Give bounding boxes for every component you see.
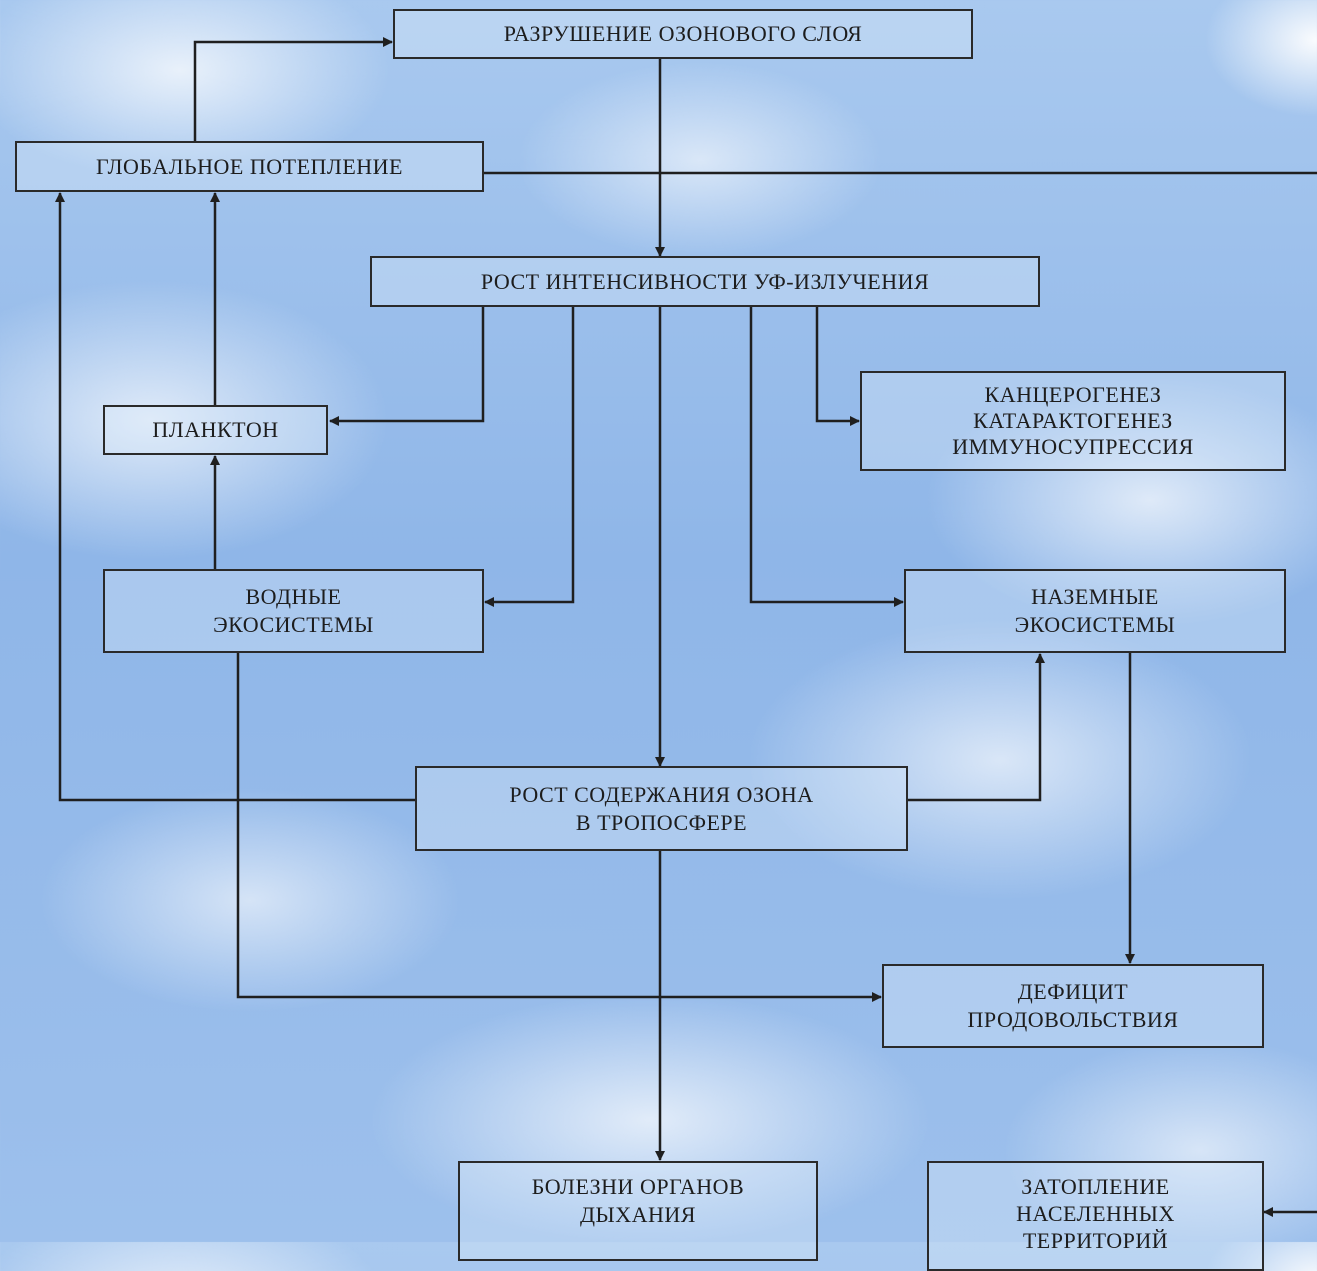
box-global-warming: ГЛОБАЛЬНОЕ ПОТЕПЛЕНИЕ — [15, 141, 484, 192]
label-terrestrial-ecosystems: НАЗЕМНЫЕ ЭКОСИСТЕМЫ — [1014, 584, 1176, 637]
label-plankton: ПЛАНКТОН — [152, 417, 279, 442]
label-ozone-depletion: РАЗРУШЕНИЕ ОЗОНОВОГО СЛОЯ — [503, 21, 863, 46]
box-terrestrial-ecosystems: НАЗЕМНЫЕ ЭКОСИСТЕМЫ — [904, 569, 1286, 653]
arrow-uv-to-plankton — [329, 306, 485, 426]
label-carcinogenesis: КАНЦЕРОГЕНЕЗ КАТАРАКТОГЕНЕЗ ИММУНОСУПРЕС… — [952, 382, 1194, 459]
label-uv-growth: РОСТ ИНТЕНСИВНОСТИ УФ-ИЗЛУЧЕНИЯ — [480, 268, 930, 294]
box-tropospheric-ozone: РОСТ СОДЕРЖАНИЯ ОЗОНА В ТРОПОСФЕРЕ — [415, 766, 908, 851]
box-respiratory-diseases: БОЛЕЗНИ ОРГАНОВ ДЫХАНИЯ — [458, 1161, 818, 1261]
label-tropospheric-ozone: РОСТ СОДЕРЖАНИЯ ОЗОНА В ТРОПОСФЕРЕ — [509, 781, 814, 835]
arrow-uv-to-carcinogenesis — [815, 306, 860, 426]
box-food-deficit: ДЕФИЦИТ ПРОДОВОЛЬСТВИЯ — [882, 964, 1264, 1048]
box-uv-growth: РОСТ ИНТЕНСИВНОСТИ УФ-ИЗЛУЧЕНИЯ — [370, 256, 1040, 307]
arrow-warming-to-ozone — [193, 37, 393, 141]
label-respiratory-diseases: БОЛЕЗНИ ОРГАНОВ ДЫХАНИЯ — [531, 1174, 745, 1227]
box-ozone-depletion: РАЗРУШЕНИЕ ОЗОНОВОГО СЛОЯ — [393, 9, 973, 59]
arrow-troposphere-to-warming — [55, 192, 416, 802]
label-global-warming: ГЛОБАЛЬНОЕ ПОТЕПЛЕНИЕ — [96, 153, 403, 179]
box-aquatic-ecosystems: ВОДНЫЕ ЭКОСИСТЕМЫ — [103, 569, 484, 653]
arrow-aquatic-to-food — [236, 652, 882, 1002]
box-carcinogenesis: КАНЦЕРОГЕНЕЗ КАТАРАКТОГЕНЕЗ ИММУНОСУПРЕС… — [860, 371, 1286, 471]
box-plankton: ПЛАНКТОН — [103, 405, 328, 455]
label-aquatic-ecosystems: ВОДНЫЕ ЭКОСИСТЕМЫ — [213, 584, 374, 637]
arrow-uv-to-aquatic — [484, 306, 575, 607]
connector-lines — [55, 37, 1317, 1217]
box-flooding: ЗАТОПЛЕНИЕ НАСЕЛЕННЫХ ТЕРРИТОРИЙ — [927, 1161, 1264, 1271]
label-food-deficit: ДЕФИЦИТ ПРОДОВОЛЬСТВИЯ — [967, 979, 1179, 1032]
arrow-troposphere-to-terrestrial — [907, 653, 1045, 802]
arrow-uv-to-terrestrial — [749, 306, 904, 607]
